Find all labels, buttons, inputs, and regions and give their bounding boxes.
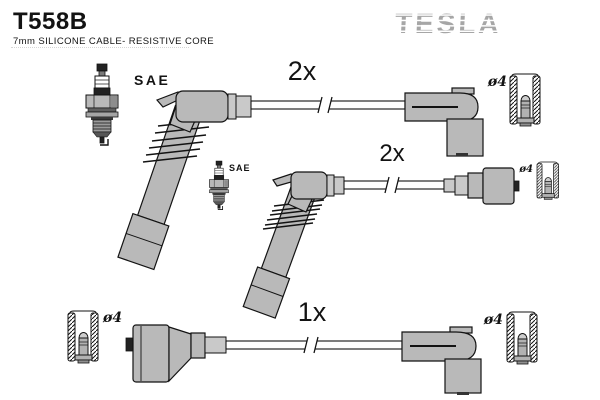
cable-assembly-bottom: 1x ø4 ø4: [67, 297, 538, 395]
cable-break-icon: [317, 96, 333, 114]
elbow-connector: [155, 90, 252, 133]
cable-assembly-middle: 2x: [242, 140, 559, 319]
right-angle-boot: [401, 326, 482, 395]
diameter-label-bottom-right: ø4: [483, 312, 503, 328]
cable-break-icon: [384, 176, 400, 194]
terminal-socket-icon-bottom-left: [67, 310, 99, 364]
terminal-socket-icon-middle: [536, 161, 559, 200]
header-underline: [11, 47, 189, 48]
quantity-label-middle: 2x: [379, 140, 404, 167]
diameter-label-bottom-left: ø4: [102, 310, 122, 326]
spark-plug-icon-large: [85, 63, 119, 146]
tesla-logo-text: TESLA: [394, 8, 502, 39]
diameter-label-middle: ø4: [518, 164, 533, 175]
diameter-label-top: ø4: [487, 74, 507, 90]
tesla-logo: TESLA: [394, 8, 502, 39]
cable-assembly-top: 2x: [117, 56, 541, 271]
sae-label-middle: SAE: [229, 163, 251, 173]
straight-connector: [443, 167, 520, 205]
elbow-connector: [272, 171, 345, 213]
spark-plug-icon-small: [208, 160, 230, 211]
part-number: T558B: [13, 8, 88, 35]
terminal-socket-icon-top: [509, 73, 541, 127]
straight-connector: [125, 324, 227, 383]
subtitle: 7mm SILICONE CABLE- RESISTIVE CORE: [13, 36, 215, 47]
cable-break-icon: [303, 336, 319, 354]
right-angle-boot: [404, 87, 484, 157]
quantity-label-bottom: 1x: [298, 297, 327, 327]
quantity-label-top: 2x: [288, 56, 317, 86]
sae-label-top: SAE: [134, 72, 170, 88]
terminal-socket-icon-bottom-right: [506, 311, 538, 365]
boot-fins: [262, 199, 325, 230]
pencil-boot: [117, 104, 203, 271]
